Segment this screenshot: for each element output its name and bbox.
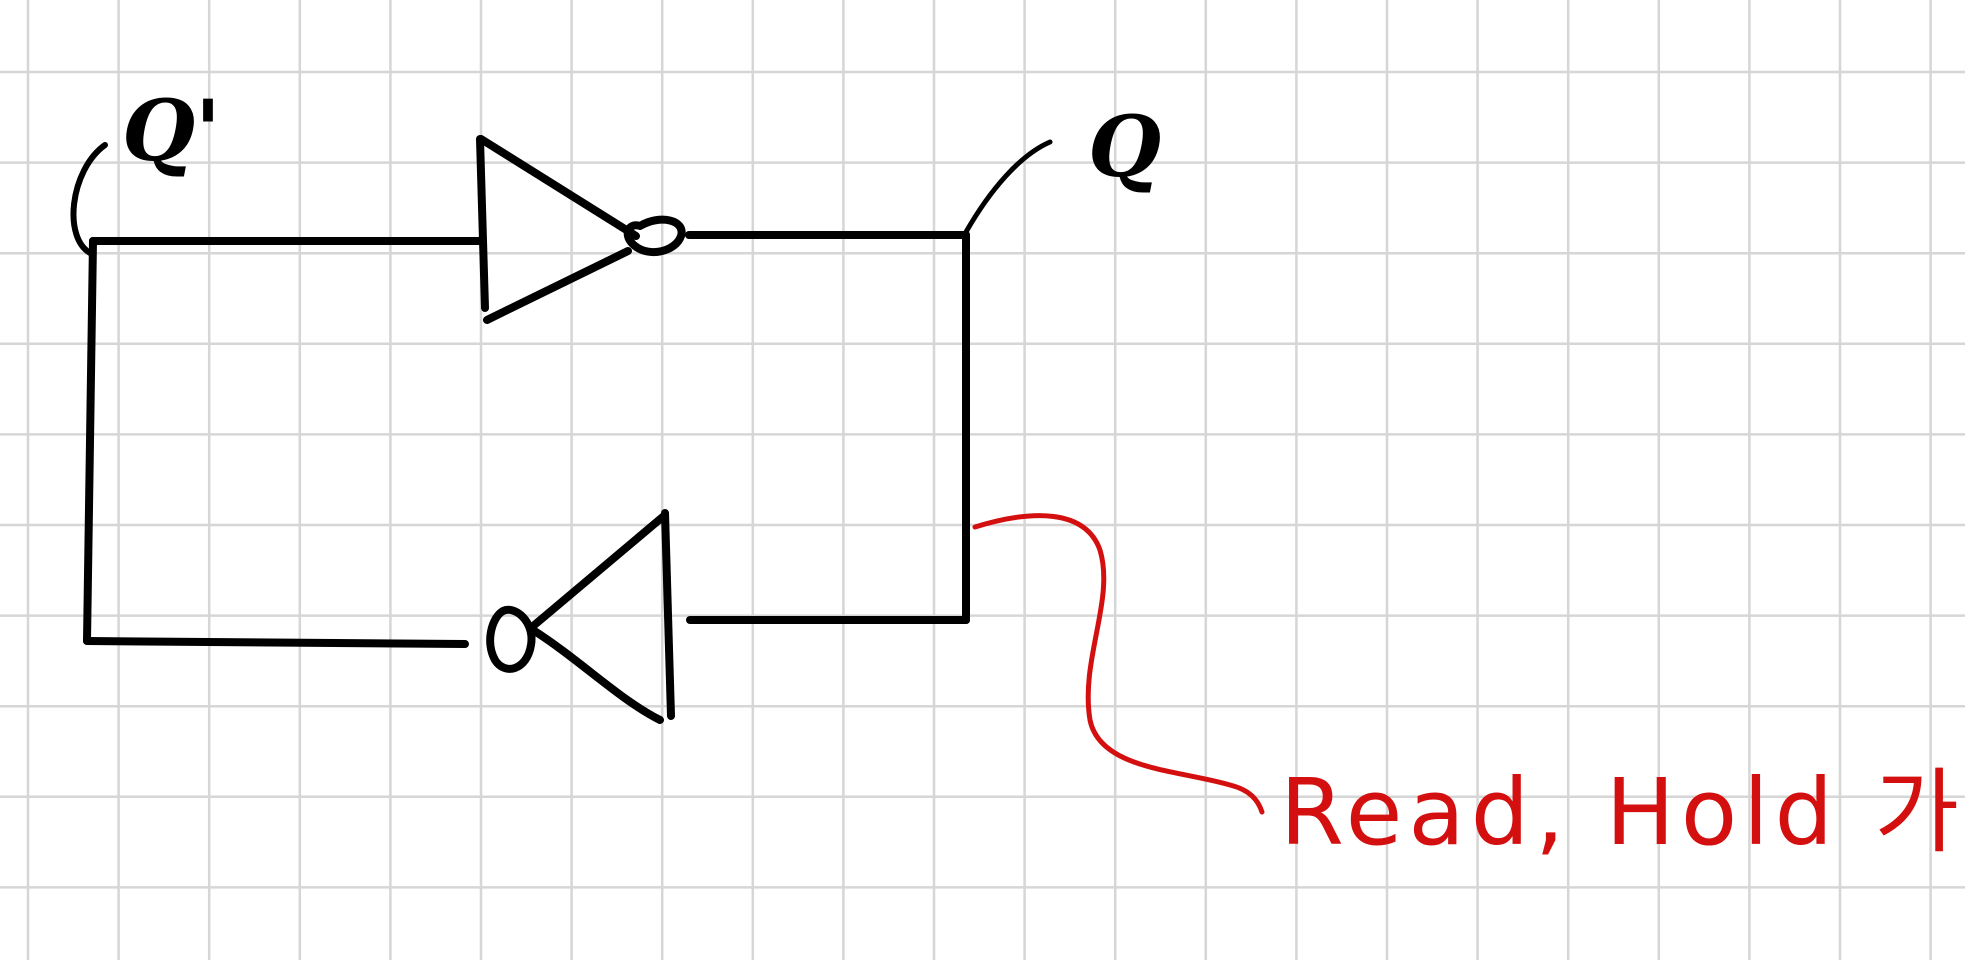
wire-left-vertical: [83, 237, 97, 645]
q-label: Q: [1088, 97, 1161, 196]
top-inverter-gate: [476, 135, 686, 324]
feedback-wire-loop: [83, 231, 970, 648]
bottom-inverter-gate: [486, 509, 675, 724]
top-inverter-bubble: [623, 215, 686, 257]
q-bar-leader-stroke: [70, 142, 108, 257]
q-bar-label: Q': [122, 81, 221, 180]
q-leader-stroke: [963, 139, 1053, 235]
top-inverter-triangle: [476, 135, 640, 324]
annotation-text: Read, Hold 가능.: [1280, 759, 1965, 866]
bottom-inverter-bubble: [486, 605, 536, 673]
bottom-inverter-triangle: [528, 509, 675, 724]
annotation-leader-curve: [972, 513, 1265, 815]
wire-bottom-left: [83, 637, 469, 648]
